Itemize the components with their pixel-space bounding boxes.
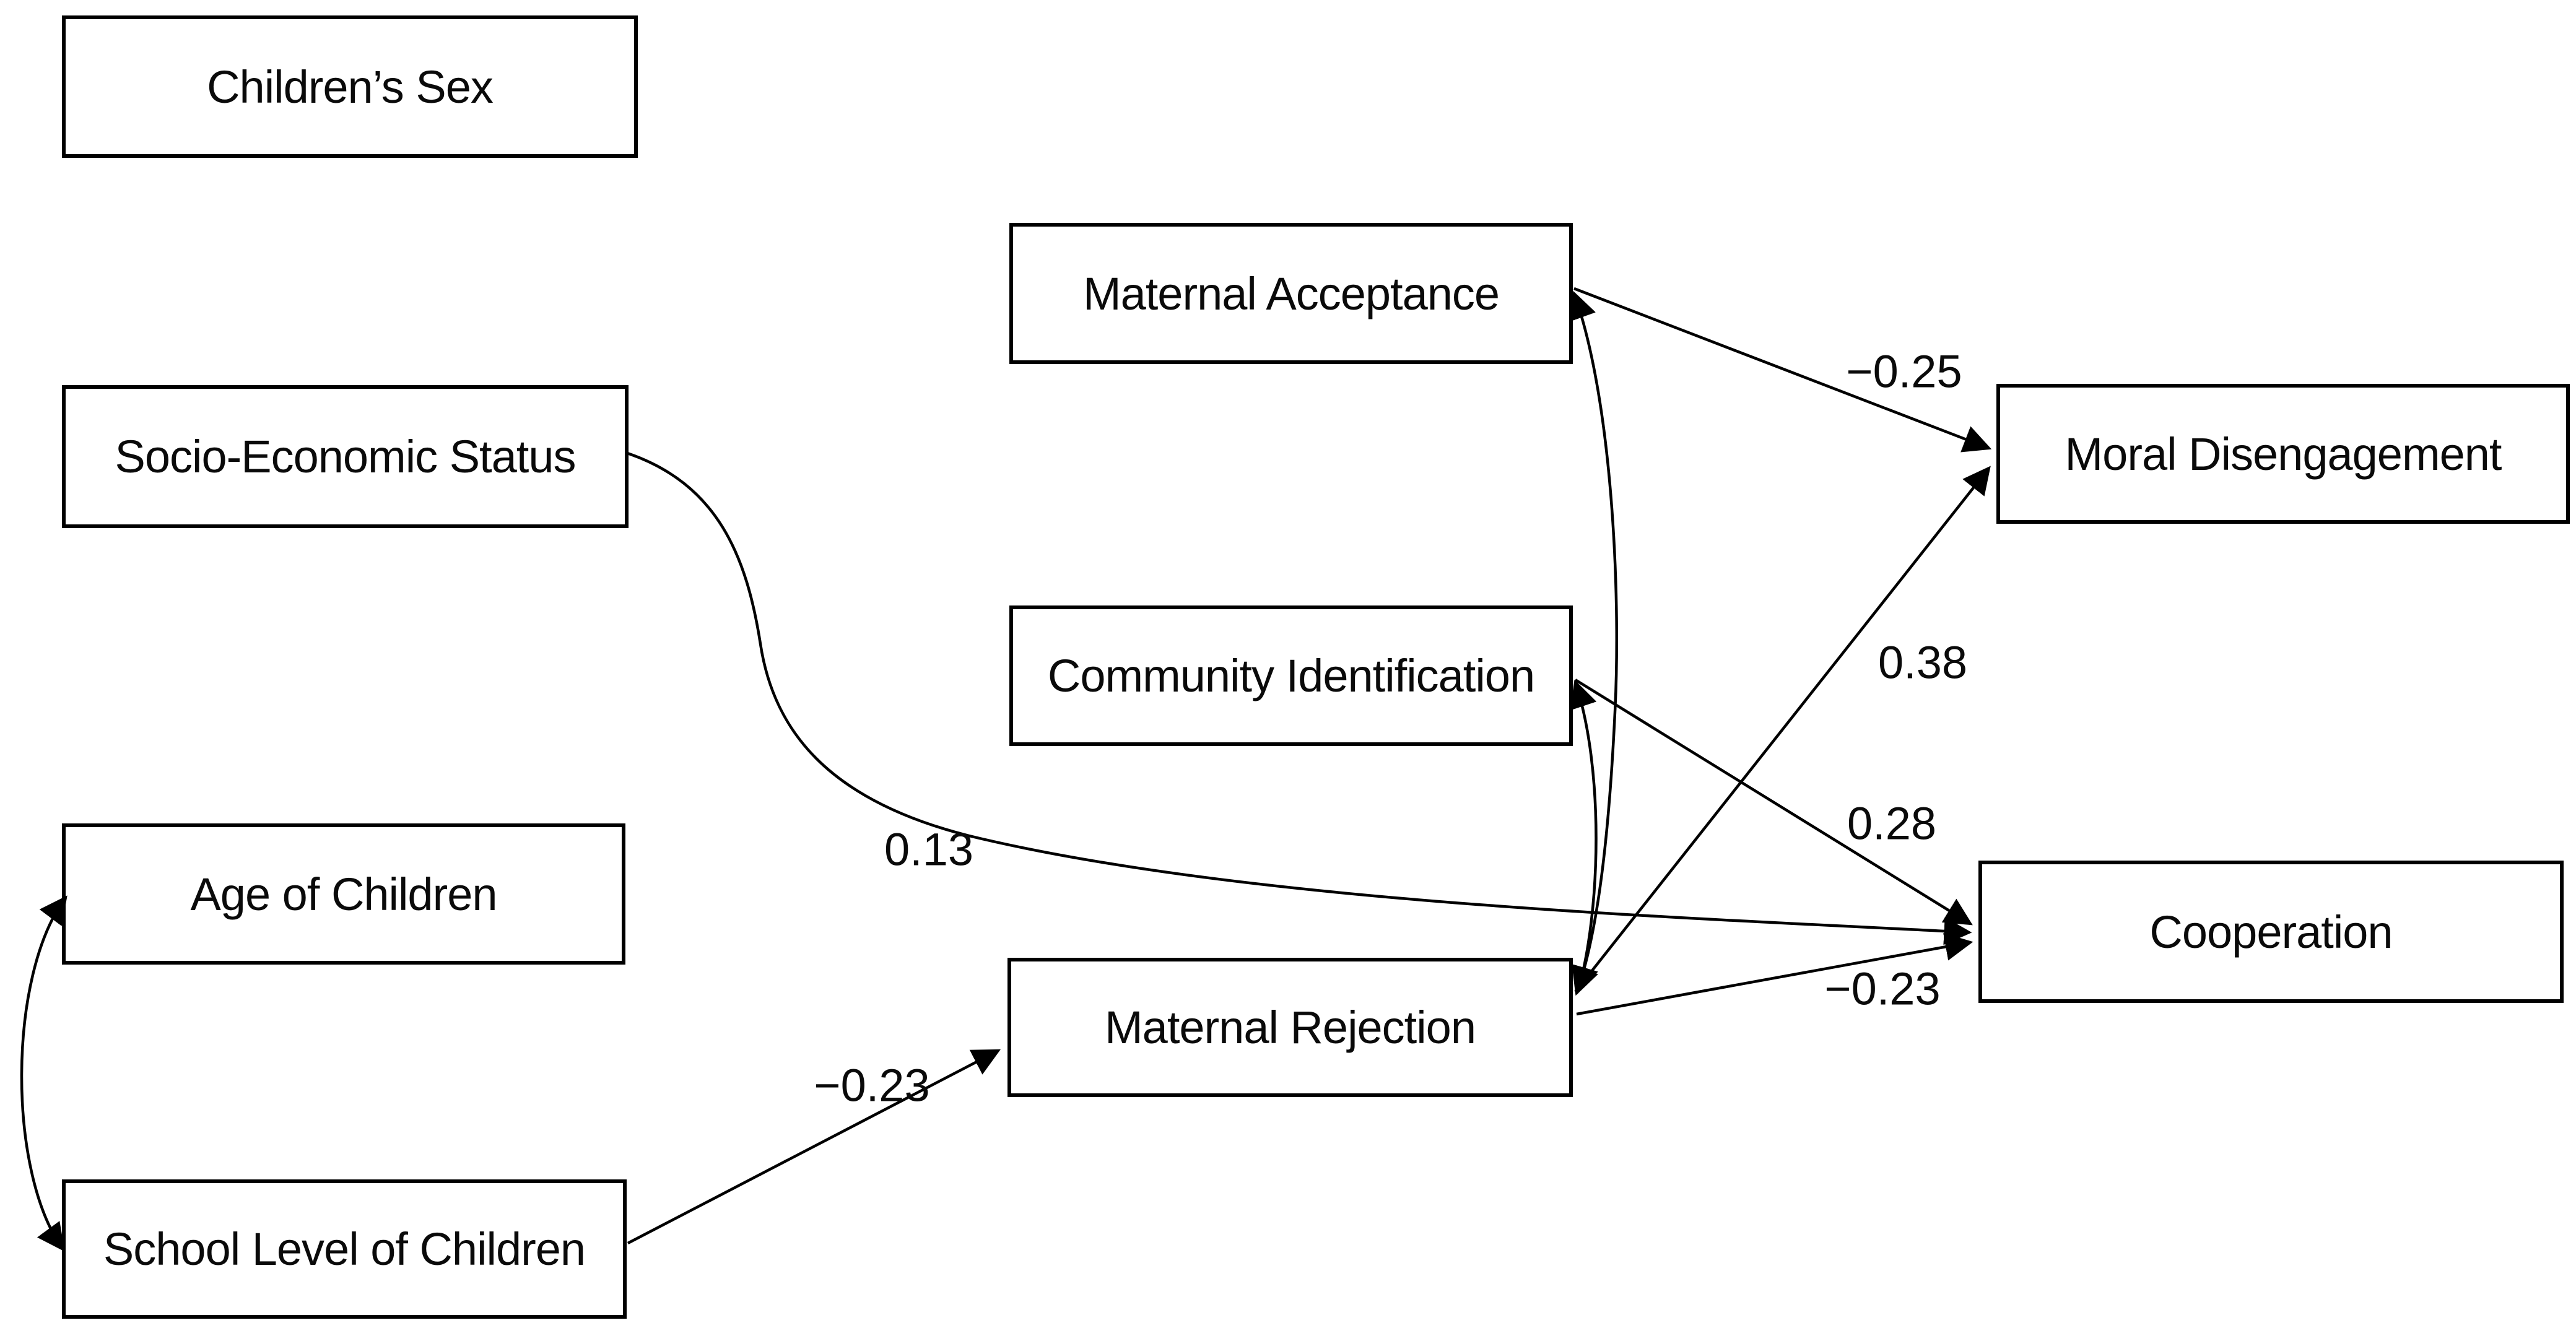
node-childrens-sex: Children’s Sex bbox=[62, 15, 638, 158]
node-school-level-of-children-label: School Level of Children bbox=[103, 1223, 586, 1275]
node-community-identification: Community Identification bbox=[1009, 605, 1573, 746]
node-age-of-children-label: Age of Children bbox=[190, 868, 497, 920]
node-maternal-rejection-label: Maternal Rejection bbox=[1105, 1002, 1476, 1053]
node-age-of-children: Age of Children bbox=[62, 823, 625, 965]
coefficient-acceptance-moral: −0.25 bbox=[1846, 345, 1962, 397]
node-cooperation: Cooperation bbox=[1978, 861, 2564, 1003]
edge-acceptance-rejection-covariance-arc bbox=[1569, 290, 1619, 996]
coefficient-ses-cooperation: 0.13 bbox=[884, 823, 974, 875]
node-moral-disengagement-label: Moral Disengagement bbox=[2065, 428, 2502, 480]
node-socio-economic-status-label: Socio-Economic Status bbox=[115, 431, 576, 482]
edge-age-school-covariance-arc bbox=[20, 895, 67, 1252]
edge-community-rejection-covariance-arc bbox=[1570, 679, 1598, 995]
node-maternal-acceptance-label: Maternal Acceptance bbox=[1082, 267, 1500, 319]
node-moral-disengagement: Moral Disengagement bbox=[1996, 384, 2570, 524]
edge-school-to-rejection-arrow bbox=[627, 1049, 1001, 1244]
node-community-identification-label: Community Identification bbox=[1047, 650, 1535, 701]
coefficient-school-rejection: −0.23 bbox=[814, 1059, 930, 1111]
node-maternal-acceptance: Maternal Acceptance bbox=[1009, 223, 1573, 364]
coefficient-rejection-moral: 0.38 bbox=[1878, 636, 1968, 688]
node-cooperation-label: Cooperation bbox=[2149, 906, 2393, 958]
edge-rejection-to-moral-arrow bbox=[1574, 466, 1991, 993]
node-socio-economic-status: Socio-Economic Status bbox=[62, 385, 629, 528]
coefficient-rejection-cooperation: −0.23 bbox=[1824, 963, 1941, 1015]
node-school-level-of-children: School Level of Children bbox=[62, 1179, 627, 1319]
node-childrens-sex-label: Children’s Sex bbox=[207, 61, 494, 113]
coefficient-community-cooperation: 0.28 bbox=[1847, 797, 1937, 849]
node-maternal-rejection: Maternal Rejection bbox=[1007, 958, 1573, 1097]
